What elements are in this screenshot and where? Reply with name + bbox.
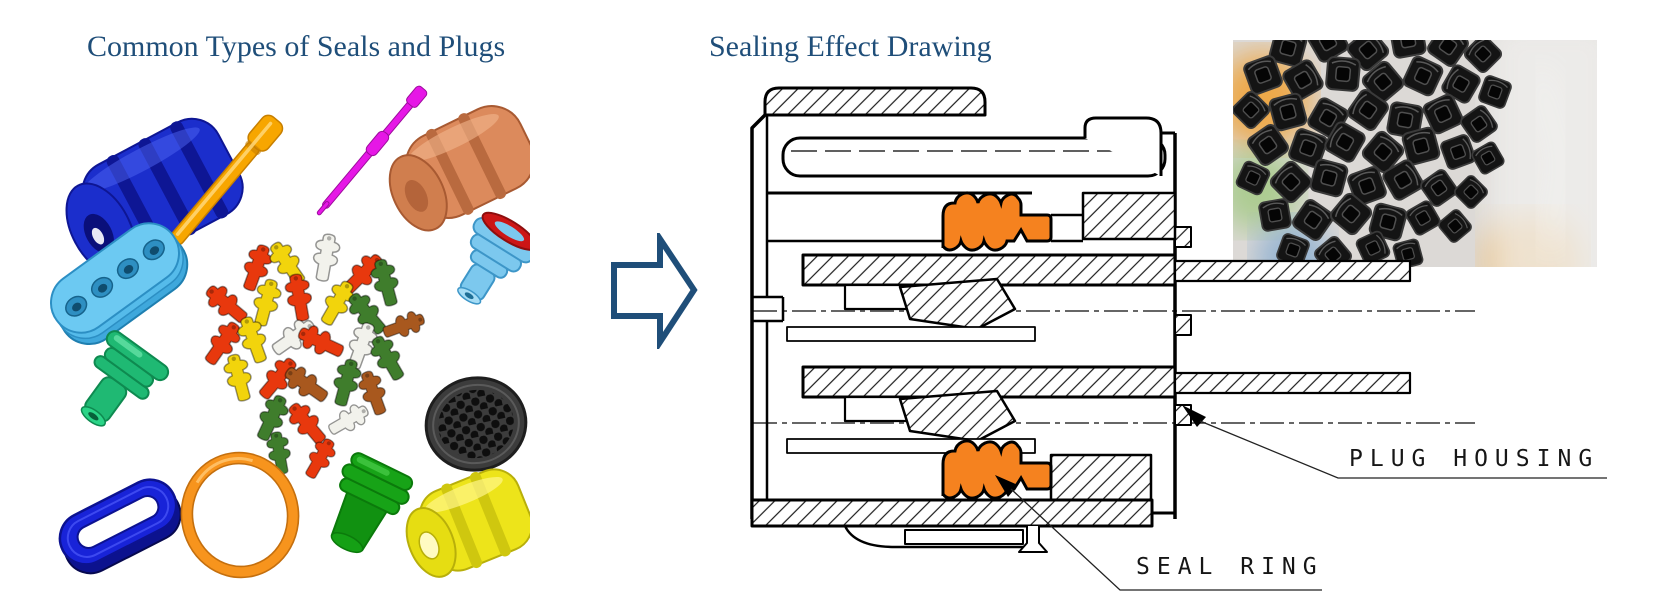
sealing-effect-drawing <box>750 86 1607 591</box>
seal-green-stepped <box>80 330 170 427</box>
seal-magenta-pin <box>316 85 428 216</box>
plug-housing-leader <box>1182 405 1607 479</box>
transition-arrow-icon <box>611 233 698 349</box>
seal-orange-o-ring <box>180 451 300 579</box>
seal-ring-upper <box>941 191 1053 252</box>
seal-blue-ribbed <box>65 117 244 276</box>
seals-pile <box>198 231 429 483</box>
seal-green-ribbed-plug <box>330 452 414 554</box>
seal-yellow-pin <box>169 114 284 246</box>
seal-skyblue-gasket <box>50 222 189 346</box>
black-seals-photo <box>1233 40 1597 267</box>
seal-blue-oval-ring <box>58 478 182 575</box>
seal-ring-label: SEAL RING <box>1136 554 1324 580</box>
plug-housing-label: PLUG HOUSING <box>1349 446 1600 472</box>
seal-yellow-ribbed <box>405 468 530 578</box>
right-panel-title: Sealing Effect Drawing <box>709 30 992 63</box>
left-panel-title: Common Types of Seals and Plugs <box>87 30 506 63</box>
seal-copper-ribbed <box>388 105 530 232</box>
plug-housing-section <box>750 86 1475 553</box>
seal-ring-leader <box>995 475 1322 591</box>
black-seals-photo-image <box>1233 40 1597 267</box>
seal-black-grommet <box>424 376 528 472</box>
seal-skyblue-stepped-red-ring <box>457 211 530 305</box>
seals-collage <box>50 85 530 579</box>
